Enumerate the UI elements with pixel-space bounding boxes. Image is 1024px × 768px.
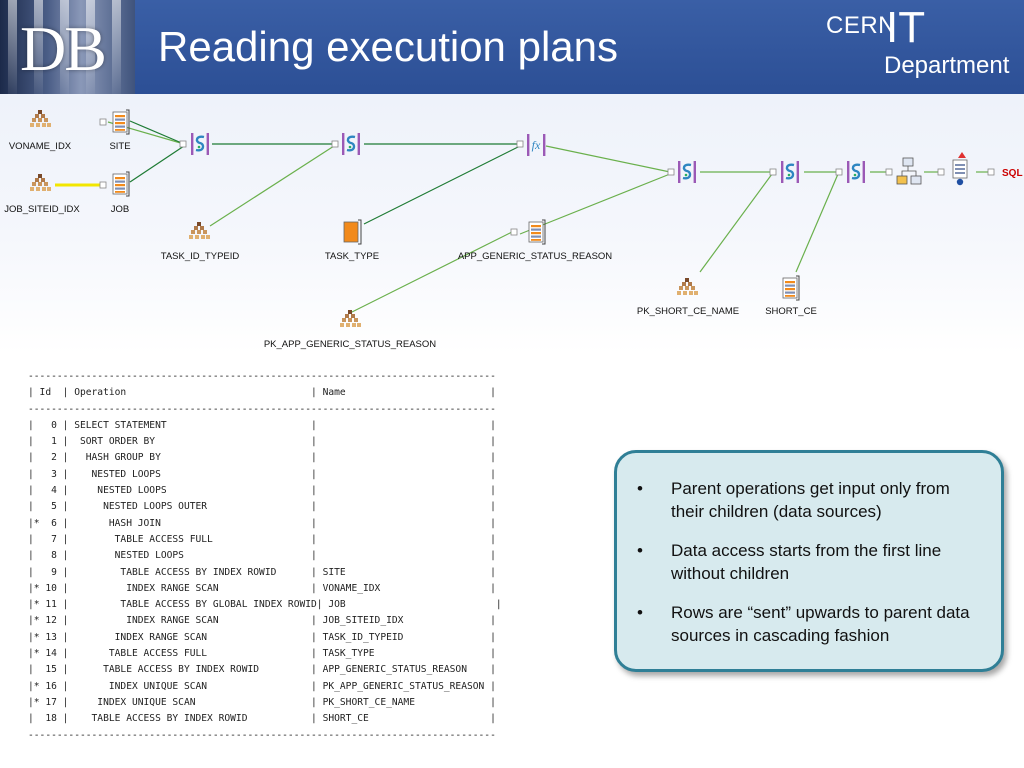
join-icon [676, 159, 698, 185]
explanation-item: • Rows are “sent” upwards to parent data… [637, 601, 983, 647]
svg-text:PK_APP_GENERIC_STATUS_REASON: PK_APP_GENERIC_STATUS_REASON [264, 339, 436, 350]
table-row: | 0 | SELECT STATEMENT | | [28, 419, 496, 431]
node-site[interactable]: SITE [109, 109, 131, 152]
slide-header: DB Reading execution plans CERN IT Depar… [0, 0, 1024, 94]
node-job[interactable]: JOB [111, 171, 130, 215]
explanation-list: • Parent operations get input only from … [617, 453, 1001, 647]
it-word: IT [886, 3, 926, 52]
bullet-icon: • [637, 603, 643, 622]
plan-edges [55, 120, 990, 313]
join-icon [845, 159, 867, 185]
explanation-item: • Parent operations get input only from … [637, 477, 983, 523]
table-row: |* 16 | INDEX UNIQUE SCAN | PK_APP_GENER… [28, 680, 496, 692]
table-row: |* 17 | INDEX UNIQUE SCAN | PK_SHORT_CE_… [28, 696, 496, 708]
table-rule: ----------------------------------------… [28, 729, 496, 741]
svg-text:APP_GENERIC_STATUS_REASON: APP_GENERIC_STATUS_REASON [458, 251, 612, 262]
table-icon [528, 221, 544, 243]
index-icon [30, 174, 51, 191]
svg-text:fx: fx [532, 138, 541, 152]
table-icon [782, 277, 798, 299]
table-row: |* 10 | INDEX RANGE SCAN | VONAME_IDX | [28, 582, 496, 594]
table-row: | 15 | TABLE ACCESS BY INDEX ROWID | APP… [28, 664, 496, 676]
node-app-generic-status-reason[interactable]: APP_GENERIC_STATUS_REASON [458, 219, 612, 262]
explanation-text: Data access starts from the first line w… [671, 541, 942, 583]
bullet-icon: • [637, 541, 643, 560]
svg-text:VONAME_IDX: VONAME_IDX [9, 141, 72, 152]
table-icon [112, 173, 128, 195]
execution-plan-diagram: VONAME_IDX SITE JOB_SITEID_IDX JOB TASK_… [4, 109, 1023, 350]
node-voname-idx[interactable]: VONAME_IDX [9, 110, 72, 152]
join-node-2[interactable] [340, 131, 362, 157]
index-icon [677, 278, 698, 295]
join-node-3[interactable]: fx [527, 134, 546, 156]
table-rule: ----------------------------------------… [28, 371, 496, 382]
explanation-text: Rows are “sent” upwards to parent data s… [671, 603, 970, 645]
svg-text:TASK_ID_TYPEID: TASK_ID_TYPEID [161, 251, 240, 262]
join-node-5[interactable] [779, 159, 801, 185]
join-icon [779, 159, 801, 185]
table-row: | 2 | HASH GROUP BY | | [28, 452, 496, 464]
table-row: |* 13 | INDEX RANGE SCAN | TASK_ID_TYPEI… [28, 631, 496, 643]
svg-text:SQL: SQL [1002, 168, 1023, 179]
explanation-text: Parent operations get input only from th… [671, 479, 950, 521]
node-job-siteid-idx[interactable]: JOB_SITEID_IDX [4, 174, 80, 215]
execution-plan-table: ----------------------------------------… [28, 369, 502, 744]
join-icon [340, 131, 362, 157]
table-row: | 3 | NESTED LOOPS | | [28, 468, 496, 480]
node-pk-app-generic-status-reason[interactable]: PK_APP_GENERIC_STATUS_REASON [264, 310, 436, 350]
table-row: | 1 | SORT ORDER BY | | [28, 436, 496, 448]
index-icon [340, 310, 361, 327]
node-task-id-typeid[interactable]: TASK_ID_TYPEID [161, 222, 240, 262]
table-row: |* 14 | TABLE ACCESS FULL | TASK_TYPE | [28, 648, 496, 660]
table-row: |* 11 | TABLE ACCESS BY GLOBAL INDEX ROW… [28, 599, 502, 611]
table-header-row: | Id | Operation | Name | [28, 387, 496, 399]
department-word: Department [884, 52, 1010, 79]
index-icon [30, 110, 51, 127]
svg-text:TASK_TYPE: TASK_TYPE [325, 251, 379, 262]
bullet-icon: • [637, 479, 643, 498]
explanation-item: • Data access starts from the first line… [637, 539, 983, 585]
table-row: | 8 | NESTED LOOPS | | [28, 550, 496, 562]
table-row: | 18 | TABLE ACCESS BY INDEX ROWID | SHO… [28, 713, 496, 725]
join-icon [189, 131, 211, 157]
table-row: |* 6 | HASH JOIN | | [28, 517, 496, 529]
db-logo-text: DB [20, 13, 107, 84]
svg-text:JOB_SITEID_IDX: JOB_SITEID_IDX [4, 204, 80, 215]
svg-text:SHORT_CE: SHORT_CE [765, 306, 817, 317]
cern-word: CERN [826, 12, 897, 39]
table-rule: ----------------------------------------… [28, 403, 496, 415]
table-row: | 7 | TABLE ACCESS FULL | | [28, 533, 496, 545]
index-icon [189, 222, 210, 239]
sort-node[interactable] [952, 152, 968, 186]
node-short-ce[interactable]: SHORT_CE [765, 275, 817, 317]
node-task-type[interactable]: TASK_TYPE [325, 219, 379, 262]
join-node-6[interactable] [845, 159, 867, 185]
plan-ports [99, 118, 995, 236]
table-row: |* 12 | INDEX RANGE SCAN | JOB_SITEID_ID… [28, 615, 496, 627]
table-icon [112, 111, 128, 133]
plan-diagram-background [0, 94, 1024, 354]
db-logo: DB [0, 0, 135, 94]
group-by-node[interactable] [896, 157, 922, 185]
table-row: | 5 | NESTED LOOPS OUTER | | [28, 501, 496, 513]
node-pk-short-ce-name[interactable]: PK_SHORT_CE_NAME [637, 278, 739, 317]
explanation-callout: • Parent operations get input only from … [614, 450, 1004, 672]
join-node-1[interactable] [189, 131, 211, 157]
sql-root-node[interactable]: SQL [1002, 168, 1023, 179]
table-row: | 9 | TABLE ACCESS BY INDEX ROWID | SITE… [28, 566, 496, 578]
svg-text:JOB: JOB [111, 204, 129, 215]
svg-text:PK_SHORT_CE_NAME: PK_SHORT_CE_NAME [637, 306, 739, 317]
join-node-4[interactable] [676, 159, 698, 185]
slide-title: Reading execution plans [158, 23, 618, 70]
svg-text:SITE: SITE [109, 141, 130, 152]
table-row: | 4 | NESTED LOOPS | | [28, 485, 496, 497]
